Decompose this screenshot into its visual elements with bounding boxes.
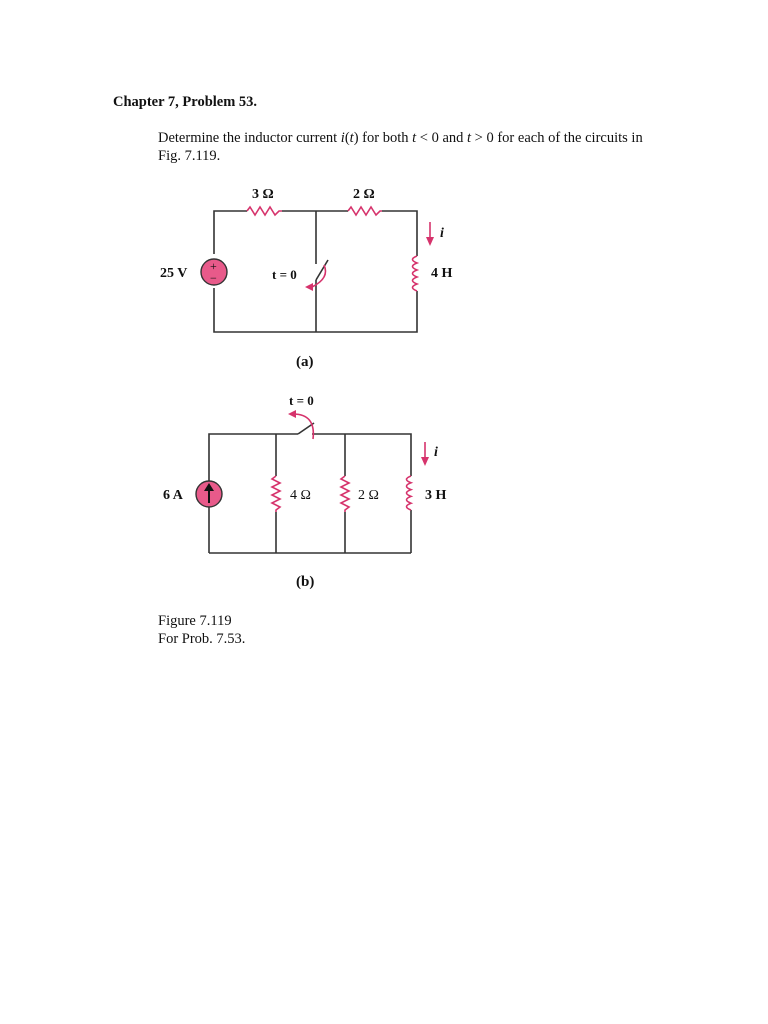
switch-b-arrowhead <box>288 410 296 418</box>
function-t: t <box>349 130 354 146</box>
resistor-4ohm <box>270 475 282 512</box>
figure-b-label: (b) <box>296 574 314 590</box>
label-2ohm: 2 Ω <box>353 187 375 202</box>
chapter-heading: Chapter 7, Problem 53. <box>113 94 258 110</box>
current-b-arrowhead <box>421 457 429 466</box>
figure-a-label: (a) <box>296 354 314 370</box>
switch-arrowhead <box>305 283 313 291</box>
function-i: i <box>340 130 345 146</box>
label-switch: t = 0 <box>272 267 297 282</box>
inductor-4h <box>411 255 420 292</box>
wire-top-left <box>213 210 247 254</box>
source-minus: − <box>210 271 217 285</box>
current-arrowhead <box>426 237 434 246</box>
resistor-2ohm-b <box>339 475 351 512</box>
figure-caption: Figure 7.119 For Prob. 7.53. <box>158 612 245 648</box>
problem-statement: Determine the inductor current i(t) for … <box>158 129 658 165</box>
wire-top-right <box>382 210 418 256</box>
wire-b-top-left <box>208 433 298 481</box>
inductor-3h <box>405 475 414 511</box>
circuit-diagram-a: + − 3 Ω 2 Ω 25 V t = 0 i 4 H (a) <box>160 187 453 370</box>
label-b-current-i: i <box>434 445 438 460</box>
source-plus: + <box>210 259 217 273</box>
paren-close: ) <box>353 130 359 146</box>
label-25v: 25 V <box>160 266 187 281</box>
problem-text-2: for both <box>358 130 413 146</box>
label-4h: 4 H <box>431 266 453 281</box>
resistor-3ohm <box>246 205 282 217</box>
label-current-i: i <box>440 226 444 241</box>
wire-b-top-right <box>312 433 412 476</box>
circuit-diagram-b: t = 0 6 A 4 Ω 2 Ω i 3 H (b) <box>163 393 447 590</box>
label-6a: 6 A <box>163 488 184 503</box>
resistor-2ohm-a <box>347 205 382 217</box>
label-b-switch: t = 0 <box>289 393 314 408</box>
var-t-1: t <box>412 130 417 146</box>
switch-b-arc-arrow <box>292 413 315 440</box>
problem-text-1: Determine the inductor current <box>158 130 341 146</box>
problem-text-3: < 0 and <box>416 130 468 146</box>
var-t-2: t <box>467 130 472 146</box>
switch-arc-arrow <box>311 264 327 288</box>
label-3ohm: 3 Ω <box>252 187 274 202</box>
paren-open: ( <box>344 130 350 146</box>
problem-text-4: > 0 for each of the circuits in Fig. 7.1… <box>158 130 643 164</box>
switch-blade <box>315 259 329 281</box>
caption-figure-number: Figure 7.119 <box>158 613 232 629</box>
caption-problem-ref: For Prob. 7.53. <box>158 631 246 647</box>
voltage-source <box>200 258 228 286</box>
label-3h: 3 H <box>425 488 447 503</box>
current-source-arrowhead <box>204 483 214 491</box>
label-4ohm: 4 Ω <box>290 488 311 503</box>
label-b-2ohm: 2 Ω <box>358 488 379 503</box>
